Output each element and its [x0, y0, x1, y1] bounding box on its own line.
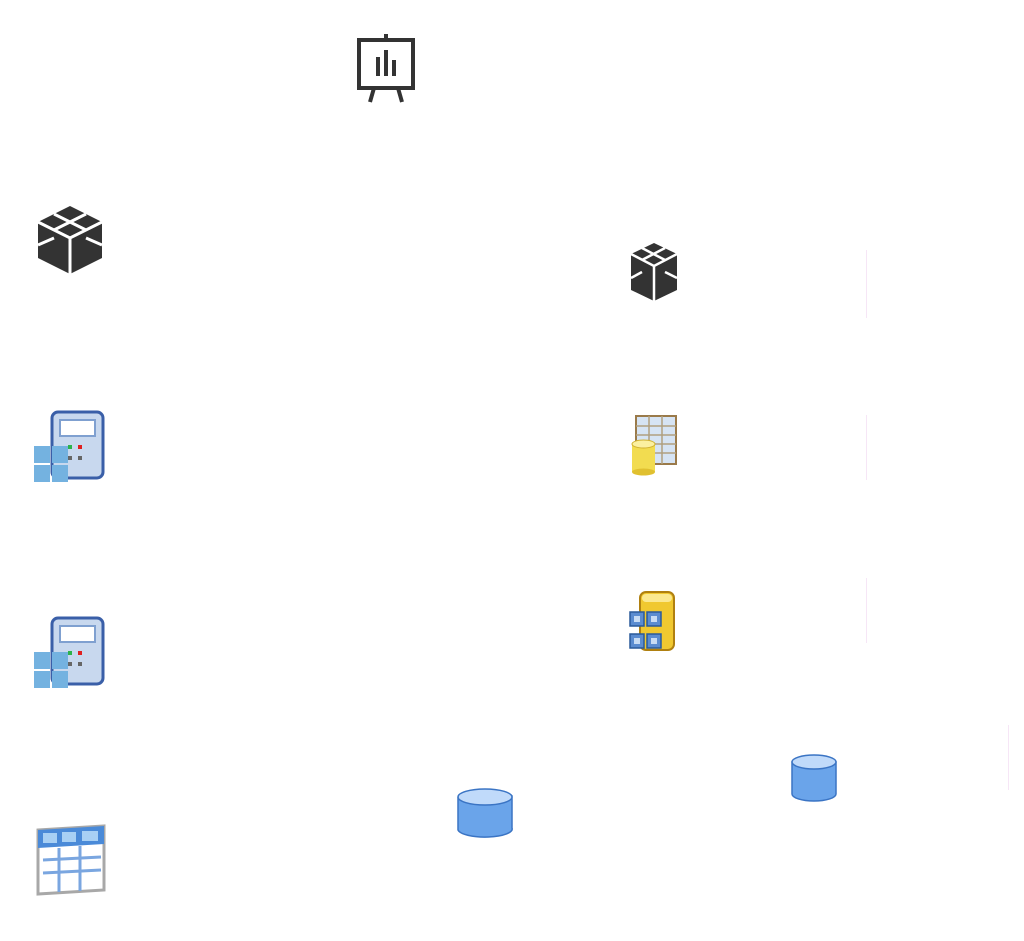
database-grid-icon [629, 591, 675, 651]
calculator-app-icon [34, 410, 105, 482]
presentation-board-icon [357, 34, 415, 103]
cube-icon [37, 206, 103, 274]
divider [866, 415, 867, 480]
cube-icon [630, 243, 678, 301]
database-cylinder-icon [457, 788, 513, 838]
divider [866, 578, 867, 643]
calculator-app-icon [34, 616, 105, 688]
divider [1008, 725, 1009, 790]
divider [866, 250, 867, 318]
table-icon [36, 824, 106, 896]
database-cylinder-icon [791, 754, 837, 802]
table-database-icon [631, 415, 677, 476]
